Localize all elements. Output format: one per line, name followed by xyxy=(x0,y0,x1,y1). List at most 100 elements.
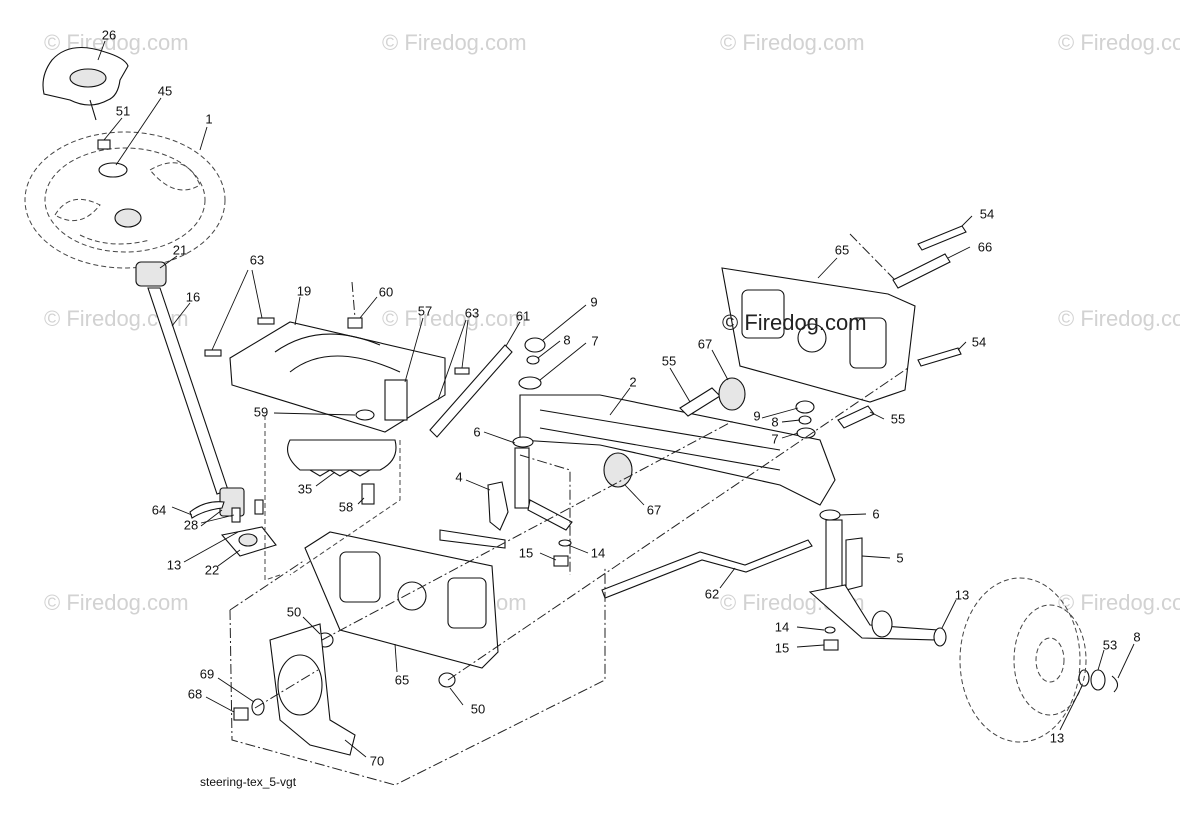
spindle-shaft xyxy=(514,447,530,509)
axle-ridge xyxy=(539,427,781,471)
leader xyxy=(483,431,516,444)
leader xyxy=(839,513,867,516)
nut-51 xyxy=(97,139,111,150)
leader xyxy=(624,484,645,506)
assembly-line xyxy=(447,367,909,681)
callout-57: 57 xyxy=(417,303,433,319)
washer-13 xyxy=(933,627,947,647)
leader xyxy=(200,509,223,527)
bolt-66 xyxy=(892,253,951,289)
leader xyxy=(947,246,971,259)
washer-6 xyxy=(512,436,534,448)
leader xyxy=(171,302,191,327)
cap-9 xyxy=(795,400,815,414)
leader xyxy=(315,471,336,487)
plate-window xyxy=(849,317,887,369)
nut-68 xyxy=(233,707,249,721)
callout-60: 60 xyxy=(378,284,394,300)
leader xyxy=(115,97,162,166)
washer-7 xyxy=(518,376,542,390)
wheel-spoke xyxy=(54,198,101,222)
callout-66: 66 xyxy=(977,239,993,255)
callout-6: 6 xyxy=(473,424,481,440)
leader xyxy=(609,387,631,416)
bushing-55 xyxy=(679,387,721,417)
sector-gear-35 xyxy=(287,439,397,471)
callout-1: 1 xyxy=(205,111,213,127)
washer-69 xyxy=(251,698,265,716)
nut-60 xyxy=(347,317,363,329)
clip-8 xyxy=(798,415,812,425)
callout-67: 67 xyxy=(646,502,662,518)
callout-8: 8 xyxy=(771,414,779,430)
washer-53 xyxy=(1090,669,1106,691)
leader xyxy=(461,319,469,369)
callout-63: 63 xyxy=(464,305,480,321)
steering-wheel-1 xyxy=(24,131,226,269)
bracket-57 xyxy=(384,379,408,421)
bearing-hole xyxy=(238,533,258,547)
nut-15 xyxy=(553,555,569,567)
callout-4: 4 xyxy=(455,469,463,485)
leader xyxy=(465,479,491,491)
callout-62: 62 xyxy=(704,586,720,602)
wheel-spoke xyxy=(149,162,201,191)
leader xyxy=(711,349,729,381)
axle-ridge xyxy=(539,409,781,451)
callout-19: 19 xyxy=(296,283,312,299)
callout-51: 51 xyxy=(115,103,131,119)
callout-9: 9 xyxy=(590,294,598,310)
leader xyxy=(1059,685,1083,731)
guard-hole xyxy=(277,654,323,716)
callout-28: 28 xyxy=(183,517,199,533)
plate-slot xyxy=(274,333,381,353)
cap-hole xyxy=(69,68,107,88)
plate-hole xyxy=(397,581,427,611)
leader xyxy=(781,432,799,439)
front-wheel xyxy=(959,577,1081,743)
pin-61 xyxy=(429,344,513,438)
callout-26: 26 xyxy=(101,27,117,43)
washer-14 xyxy=(558,539,572,547)
watermark: © Firedog.com xyxy=(382,30,527,55)
callout-50: 50 xyxy=(470,701,486,717)
callout-53: 53 xyxy=(1102,637,1118,653)
spindle-collar xyxy=(871,610,893,638)
leader xyxy=(449,687,464,706)
callout-65: 65 xyxy=(834,242,850,258)
plate-slot xyxy=(289,355,401,373)
assembly-line xyxy=(351,281,356,319)
assembly-line xyxy=(519,454,571,575)
callout-68: 68 xyxy=(187,686,203,702)
callout-65: 65 xyxy=(394,672,410,688)
steering-arm xyxy=(527,499,573,531)
leader xyxy=(217,677,255,703)
bolt-28 xyxy=(231,507,241,523)
leader xyxy=(817,257,838,279)
callout-35: 35 xyxy=(297,481,313,497)
bolt-28 xyxy=(254,499,264,515)
callout-55: 55 xyxy=(661,353,677,369)
callout-59: 59 xyxy=(253,404,269,420)
washer-59 xyxy=(355,409,375,421)
washer-6 xyxy=(819,509,841,521)
callout-63: 63 xyxy=(249,252,265,268)
bolt-63 xyxy=(257,317,275,325)
bushing-55 xyxy=(837,405,875,429)
callout-8: 8 xyxy=(1133,629,1141,645)
diagram-caption: steering-tex_5-vgt xyxy=(200,775,297,789)
steering-adapter-21 xyxy=(135,261,167,287)
callout-8: 8 xyxy=(563,332,571,348)
cap-9 xyxy=(524,337,546,353)
shoulder-bolt-58 xyxy=(361,483,375,505)
wheel-hub xyxy=(114,208,142,228)
assembly-line xyxy=(289,440,401,576)
callout-14: 14 xyxy=(774,619,790,635)
assembly-line xyxy=(229,568,606,786)
leader xyxy=(796,626,825,631)
assembly-line xyxy=(264,415,281,581)
callout-7: 7 xyxy=(591,333,599,349)
leader xyxy=(869,411,885,420)
